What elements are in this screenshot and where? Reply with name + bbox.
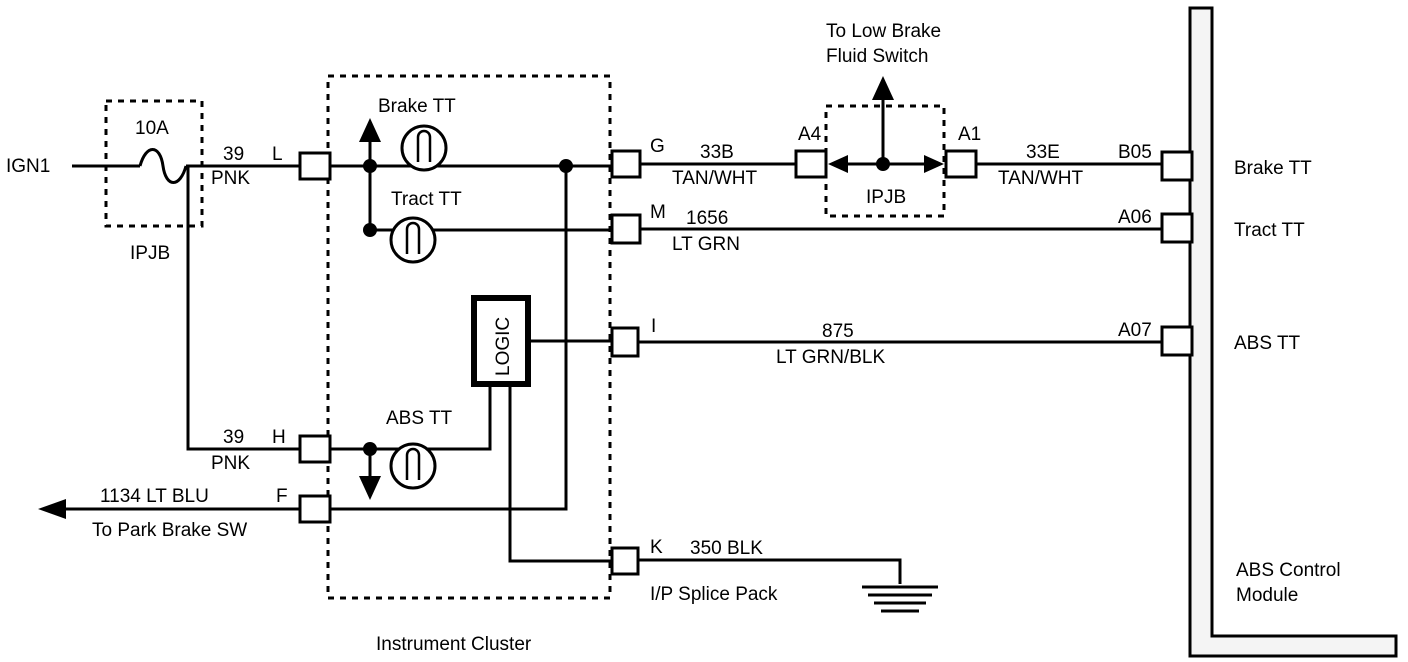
module-abs-tt-label: ABS TT — [1234, 333, 1301, 354]
pin-g-label: G — [650, 136, 665, 157]
connector-a07 — [1160, 325, 1194, 357]
fuse-to-h-wire — [186, 166, 300, 451]
wire-1656-num: 1656 — [686, 208, 728, 229]
ipjb-arrow-right — [924, 155, 944, 173]
tract-lamp-junction — [363, 223, 377, 237]
low-brake-label-line2: Fluid Switch — [826, 46, 928, 67]
park-brake-dest-label: To Park Brake SW — [92, 520, 247, 541]
abs-tt-lamp-label: ABS TT — [386, 408, 453, 429]
connector-a4 — [794, 149, 828, 179]
ipjb-arrow-left — [828, 155, 848, 173]
wire-33e-color: TAN/WHT — [998, 168, 1084, 189]
fuse-block-label: IPJB — [130, 243, 170, 264]
brake-tt-lamp-icon — [400, 124, 448, 172]
low-brake-label-line1: To Low Brake — [826, 21, 941, 42]
ground-symbol-icon — [862, 585, 938, 613]
ipjb-junction-label: IPJB — [866, 187, 906, 208]
connector-f — [298, 494, 332, 524]
wire-33e-num: 33E — [1026, 142, 1060, 163]
connector-g — [610, 149, 642, 179]
wire-39-top-color: PNK — [211, 168, 250, 189]
pin-h-label: H — [272, 427, 286, 448]
brake-lamp-arrow-up — [359, 118, 381, 142]
abs-module-outline — [1188, 6, 1398, 658]
wire-875-num: 875 — [822, 321, 854, 342]
module-tract-tt-label: Tract TT — [1234, 220, 1305, 241]
abs-module-title-line2: Module — [1236, 585, 1298, 606]
logic-to-k-wire — [508, 384, 612, 563]
ign1-label: IGN1 — [6, 156, 50, 177]
instrument-cluster-label: Instrument Cluster — [376, 634, 532, 655]
connector-h — [298, 434, 332, 464]
instrument-cluster-outline — [326, 74, 612, 600]
abs-module-title-line1: ABS Control — [1236, 560, 1341, 581]
brake-tt-lamp-label: Brake TT — [378, 96, 456, 117]
connector-a1 — [944, 149, 978, 179]
module-brake-tt-label: Brake TT — [1234, 158, 1312, 179]
pin-a4-label: A4 — [798, 124, 822, 145]
pin-m-label: M — [650, 202, 666, 223]
connector-b05 — [1160, 150, 1194, 182]
wire-1134-label: 1134 LT BLU — [100, 486, 209, 507]
pin-a1-label: A1 — [958, 124, 981, 145]
logic-module-label: LOGIC — [493, 317, 514, 376]
pin-a07-label: A07 — [1118, 320, 1152, 341]
abs-lamp-arrow-down — [359, 476, 381, 500]
abs-tt-lamp-icon — [389, 442, 437, 490]
wire-33b-num: 33B — [700, 142, 734, 163]
connector-m — [610, 213, 642, 245]
tract-tt-lamp-icon — [389, 216, 437, 264]
k-to-ground-wire — [638, 558, 902, 584]
fuse-symbol — [138, 148, 188, 184]
pin-l-label: L — [272, 144, 283, 165]
low-brake-arrow-up — [872, 76, 894, 100]
fuse-block-outline — [104, 99, 204, 228]
wire-33b-color: TAN/WHT — [672, 168, 758, 189]
brake-lamp-junction-left — [363, 159, 377, 173]
connector-l — [298, 151, 332, 181]
pin-i-label: I — [651, 316, 656, 337]
brake-bus-to-f-wire — [330, 166, 568, 511]
pin-f-label: F — [276, 486, 288, 507]
connector-k — [610, 546, 640, 576]
wire-1656-color: LT GRN — [672, 234, 740, 255]
connector-i — [610, 326, 640, 358]
connector-a06 — [1160, 212, 1194, 244]
pin-a06-label: A06 — [1118, 207, 1152, 228]
tract-tt-lamp-label: Tract TT — [391, 189, 462, 210]
splice-pack-label: I/P Splice Pack — [650, 584, 778, 605]
pin-k-label: K — [650, 537, 663, 558]
wire-39-bottom-num: 39 — [223, 427, 244, 448]
park-brake-arrow — [38, 499, 66, 519]
fuse-rating-label: 10A — [135, 118, 169, 139]
wire-875-color: LT GRN/BLK — [776, 347, 885, 368]
wire-39-top-num: 39 — [223, 144, 244, 165]
wire-350-label: 350 BLK — [690, 538, 763, 559]
pin-b05-label: B05 — [1118, 142, 1152, 163]
wire-39-bottom-color: PNK — [211, 453, 250, 474]
